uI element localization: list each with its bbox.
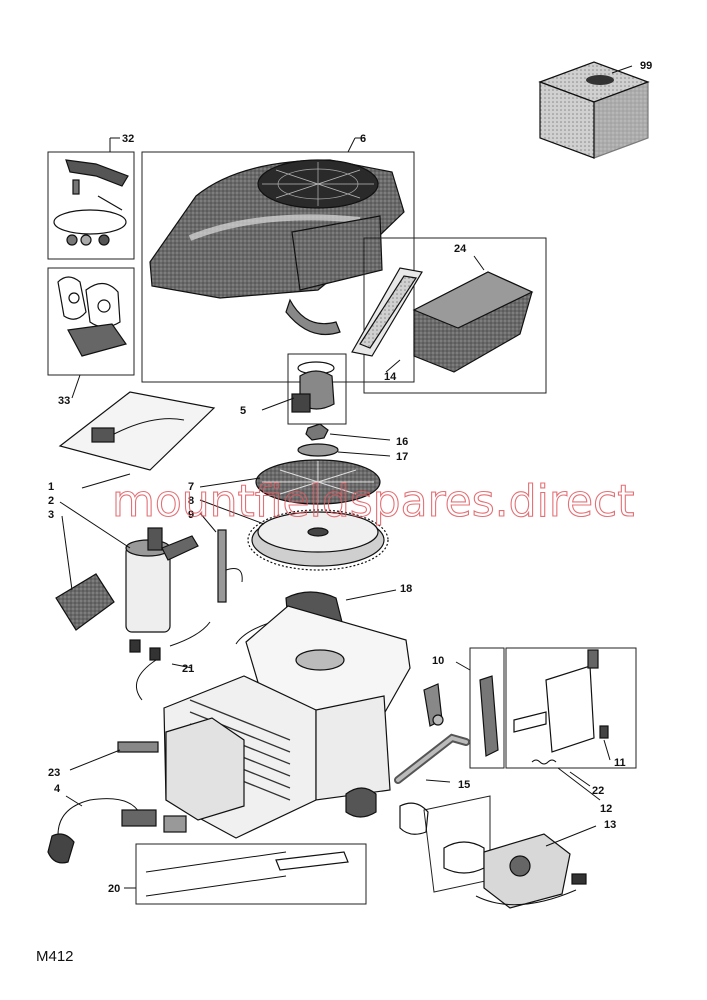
callout-12: 12: [600, 803, 612, 815]
callout-5: 5: [240, 405, 246, 417]
part-1-wiring-bag: [58, 391, 216, 489]
part-21-wires: [129, 621, 211, 701]
callout-16: 16: [396, 436, 408, 448]
callout-20: 20: [108, 883, 120, 895]
callout-7: 7: [188, 481, 194, 493]
callout-15: 15: [458, 779, 470, 791]
part-12-spring: [531, 759, 601, 801]
part-23-spark-plug: [69, 741, 159, 771]
part-5-adapter: [261, 353, 347, 425]
callout-3: 3: [48, 509, 54, 521]
callout-24: 24: [454, 243, 467, 255]
part-99-carton: [538, 61, 650, 159]
callout-11: 11: [614, 757, 626, 769]
engine-block: [163, 605, 411, 839]
part-9-coil-pin: [199, 512, 243, 603]
part-32-kit: [47, 137, 135, 260]
part-7-8-flywheel: [199, 459, 389, 571]
callout-14: 14: [384, 371, 397, 383]
part-11-22-throttle-bracket: [505, 647, 637, 787]
part-6-blower-housing: [149, 137, 405, 336]
part-20-cables: [124, 843, 367, 905]
callout-9: 9: [188, 509, 194, 521]
part-10-governor-arm: [423, 647, 505, 769]
callout-33: 33: [58, 395, 70, 407]
part-16-17-nut-washer: [297, 423, 391, 457]
callout-13: 13: [604, 819, 616, 831]
part-13-carburettor: [345, 787, 597, 909]
box-24-frame: [363, 237, 547, 394]
part-4-ht-lead: [47, 795, 187, 864]
part-15-tube: [394, 733, 470, 784]
callout-6: 6: [360, 133, 366, 145]
callout-labels: 99 32 6 24 14 33 5 16 17 1 7 2 8 3 9 18 …: [48, 60, 652, 895]
callout-2: 2: [48, 495, 54, 507]
callout-21: 21: [182, 663, 194, 675]
callout-99: 99: [640, 60, 652, 72]
callout-17: 17: [396, 451, 408, 463]
box-6-frame: [141, 151, 415, 383]
callout-23: 23: [48, 767, 60, 779]
part-24-air-filter: [351, 255, 534, 373]
callout-22: 22: [592, 785, 604, 797]
callout-32: 32: [122, 133, 134, 145]
callout-8: 8: [188, 495, 194, 507]
callout-4: 4: [54, 783, 61, 795]
diagram-code: M412: [36, 948, 74, 965]
part-3-rectifier: [55, 515, 115, 631]
part-33-gaskets: [47, 267, 135, 399]
callout-1: 1: [48, 481, 54, 493]
watermark-text: mountfieldspares.direct: [112, 476, 634, 527]
callout-10: 10: [432, 655, 444, 667]
callout-18: 18: [400, 583, 412, 595]
part-2-starter-motor: [59, 501, 199, 633]
